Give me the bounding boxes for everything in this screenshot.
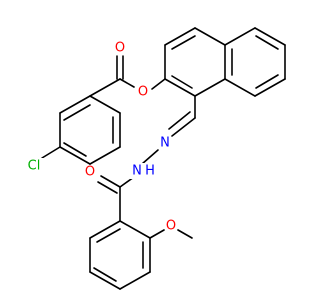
atom-o-carbonyl-amide: O: [83, 165, 97, 180]
bond: [224, 27, 256, 46]
bond: [171, 117, 196, 137]
bond: [255, 74, 279, 89]
bond: [164, 78, 196, 97]
molecule-structure: O O Cl N N H O O: [22, 27, 286, 290]
bond: [59, 95, 91, 114]
atom-label: Cl: [28, 159, 41, 174]
atom-o-methoxy: O: [164, 219, 178, 234]
bond: [177, 229, 193, 239]
atom-o-ester: O: [136, 85, 150, 100]
atom-label: O: [85, 165, 95, 180]
bond: [63, 142, 87, 157]
atom-nh-amide: N H: [130, 163, 158, 179]
bond: [168, 111, 191, 130]
bond: [63, 104, 91, 121]
bond: [171, 75, 193, 89]
bond: [119, 220, 151, 239]
bond-lines: [41, 27, 286, 290]
atom-n-imine: N: [158, 136, 172, 151]
atom-label: H: [145, 164, 155, 179]
bond: [149, 229, 165, 239]
bond: [254, 78, 286, 97]
bond: [151, 78, 166, 90]
bond: [89, 95, 121, 114]
bond: [89, 78, 121, 97]
atom-cl: Cl: [22, 158, 46, 174]
atom-label: N: [160, 136, 170, 151]
bond: [89, 146, 121, 165]
atom-label: O: [115, 41, 125, 56]
bond: [254, 27, 286, 46]
bond: [96, 228, 121, 243]
bond: [100, 175, 121, 188]
atom-o-carbonyl-ester: O: [113, 41, 127, 56]
bond: [194, 78, 226, 97]
bond: [97, 181, 118, 194]
atom-label: O: [138, 85, 148, 100]
atom-label: N: [132, 164, 142, 179]
bond: [59, 146, 91, 165]
bond: [171, 35, 196, 50]
atom-labels: O O Cl N N H O O: [22, 41, 178, 234]
bond: [164, 27, 196, 46]
bond: [93, 267, 117, 282]
bond: [224, 78, 256, 97]
bond: [141, 149, 159, 165]
bond: [194, 27, 226, 46]
bond: [119, 271, 151, 290]
bond: [41, 146, 61, 159]
bond: [255, 35, 279, 50]
atom-label: O: [166, 219, 176, 234]
bond: [119, 78, 135, 88]
bond: [89, 220, 121, 239]
bond: [89, 271, 121, 290]
